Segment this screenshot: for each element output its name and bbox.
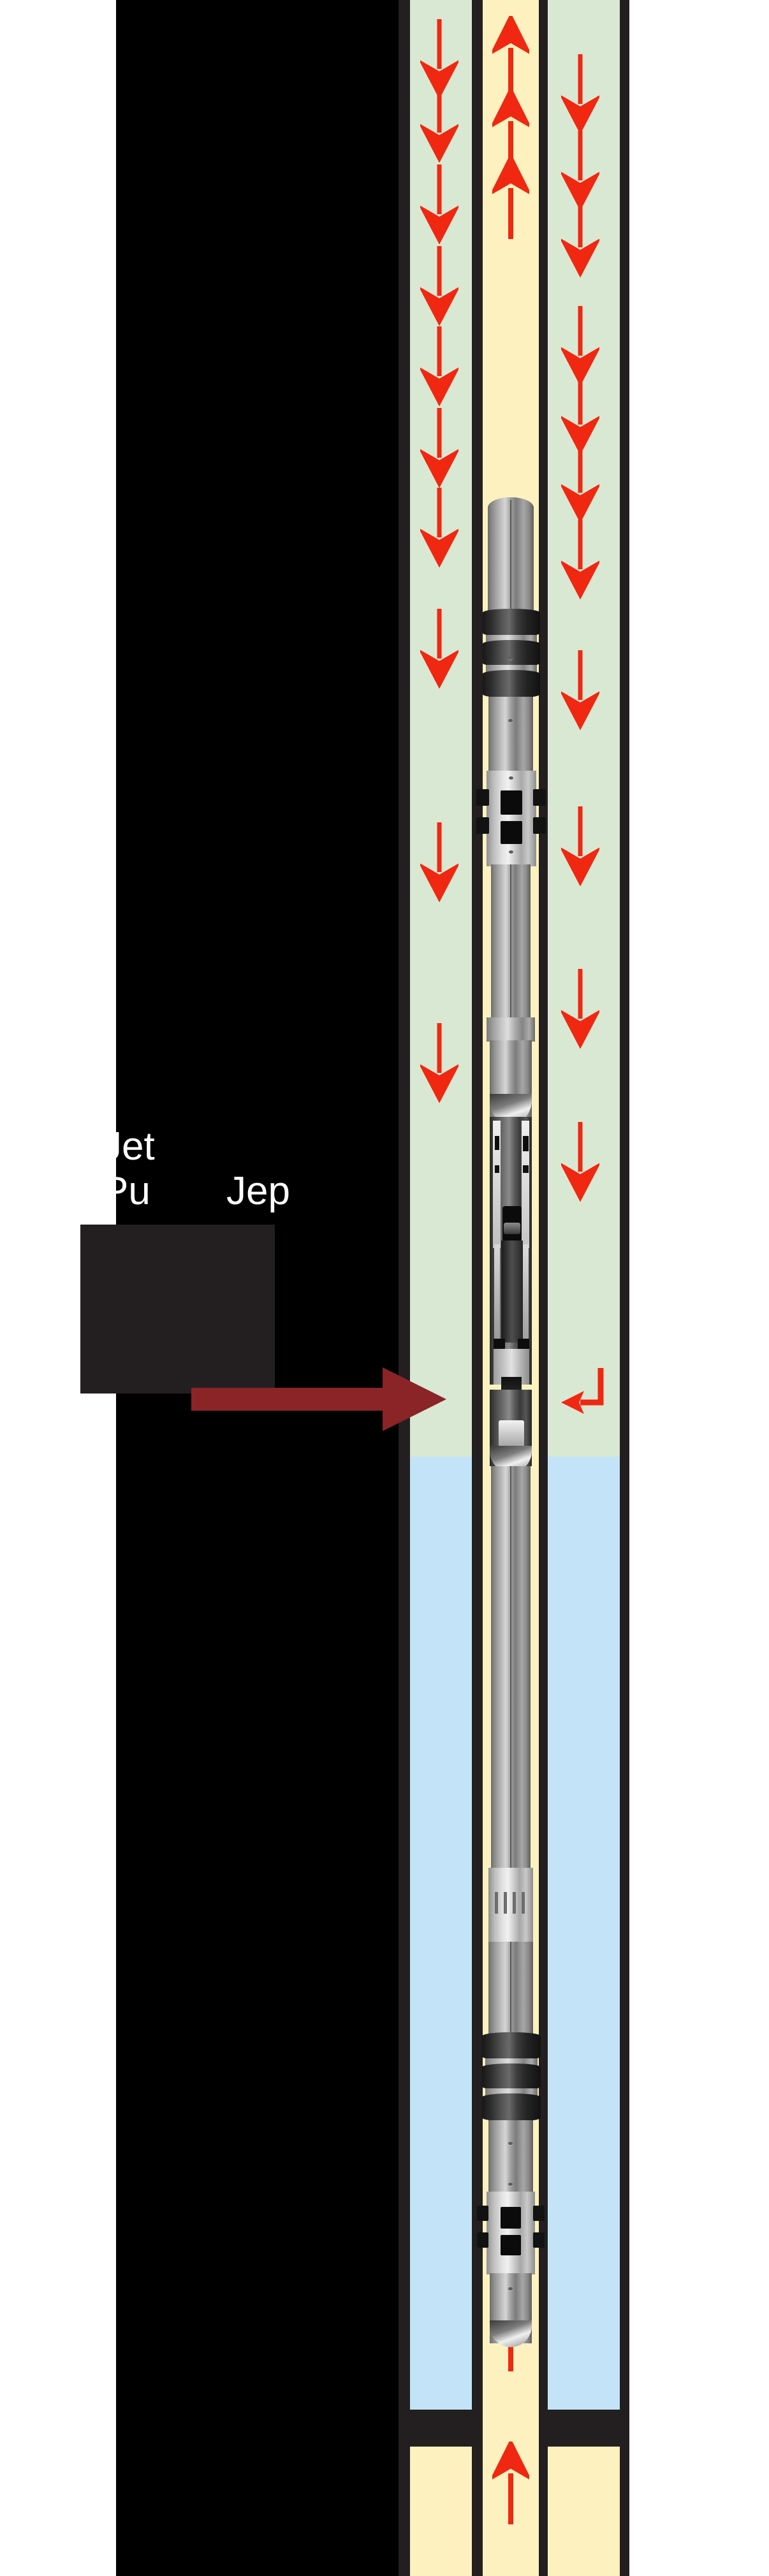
flow-arrow-down (420, 83, 458, 163)
flow-port-window (501, 2235, 521, 2255)
tool-lower-mandrel (488, 1942, 533, 2036)
tool-dimple (508, 657, 513, 660)
port-lug-left (476, 817, 489, 834)
flow-arrow-down (420, 408, 458, 488)
tool-upper-coupling (487, 1017, 535, 1042)
cage-slot (504, 1892, 507, 1914)
pump-internal-slot-right (523, 1165, 529, 1173)
port-lug-left (477, 2232, 488, 2248)
flow-arrow-down (420, 246, 458, 326)
tool-ported-sub-upper (488, 697, 533, 771)
pump-internal-wall-left (493, 1121, 501, 1248)
tool-dimple (508, 2287, 513, 2290)
tool-seam (510, 1942, 511, 2036)
flow-arrow-down (561, 306, 599, 386)
seal-ring-lower-1 (482, 2032, 541, 2060)
callout-label-line2: Pu (102, 1169, 150, 1213)
pump-shoulder-right (518, 1339, 529, 1349)
pump-internal-slot-left (495, 1165, 499, 1173)
tool-dimple (509, 776, 513, 780)
left-annulus-power-fluid (410, 0, 472, 1457)
callout-label-line1: Jet (102, 1124, 155, 1168)
seal-ring-lower-2 (482, 2063, 541, 2090)
flow-arrow-down (561, 131, 599, 210)
flow-arrow-down (420, 609, 458, 688)
port-lug-right (533, 2232, 545, 2248)
flow-arrow-down (420, 1023, 458, 1103)
tubing-wall-left (472, 0, 483, 2576)
tool-flow-port-sleeve-lower (487, 2192, 535, 2274)
seal-ring-upper-1 (483, 609, 540, 637)
flow-arrow-down (561, 198, 599, 277)
tubing-wall-right (539, 0, 548, 2576)
cage-slot (495, 1892, 498, 1914)
cage-slot (513, 1892, 516, 1914)
flow-arrow-down (420, 19, 458, 99)
flow-arrow-up (492, 2441, 529, 2524)
tool-extension-mandrel (491, 864, 531, 1025)
flow-arrow-down (561, 520, 599, 599)
flow-port-window (501, 790, 522, 815)
flow-arrow-up (492, 16, 529, 99)
tool-seam (510, 1466, 511, 1875)
pump-internal-slot-right (523, 1136, 529, 1151)
pump-internal-wall-right (522, 1121, 529, 1248)
port-lug-right (533, 817, 546, 834)
flow-arrow-down (561, 1122, 599, 1202)
standing-valve-insert (499, 1420, 524, 1450)
flow-arrow-down (561, 650, 599, 730)
flow-port-window (501, 2207, 521, 2229)
flow-arrow-down (420, 326, 458, 406)
tool-ported-sub-lower (488, 2120, 533, 2192)
port-lug-left (476, 789, 489, 806)
seal-ring-lower-3 (482, 2093, 541, 2121)
port-lug-right (533, 2206, 545, 2221)
below-shoe-left-pocket (410, 2447, 472, 2576)
callout-leader-arrow (191, 1367, 446, 1434)
pump-internal-slot-left (495, 1136, 499, 1150)
flow-arrow-down (561, 443, 599, 523)
flow-arrow-down (561, 969, 599, 1049)
right-annulus-power-fluid (548, 0, 620, 1457)
pump-shoulder-left (494, 1339, 505, 1349)
callout-overlap-label: Jep (226, 1169, 290, 1213)
tool-seam (510, 864, 511, 1025)
pump-diffuser-wall-right (523, 1244, 529, 1340)
port-lug-left (477, 2206, 488, 2221)
tool-seam (510, 500, 511, 613)
below-shoe-right-pocket (548, 2447, 620, 2576)
tool-top-sub (488, 497, 534, 613)
flow-arrow-up (492, 156, 529, 239)
tool-dimple (508, 2183, 513, 2186)
tool-dimple (509, 850, 513, 854)
outer-casing-wall-left (399, 0, 410, 2576)
seal-ring-upper-3 (483, 670, 540, 698)
tool-dimple (508, 2142, 513, 2145)
right-annulus-water (548, 1457, 620, 2410)
callout-occlusion-box (80, 1225, 275, 1394)
flow-arrow-down (561, 54, 599, 134)
flow-arrow-down (561, 375, 599, 455)
tool-dimple (508, 719, 513, 722)
pump-throat-mixing-tube (501, 1241, 523, 1343)
flow-arrow-down (420, 164, 458, 244)
pump-nozzle-tip (504, 1223, 520, 1234)
flow-arrow-down (561, 806, 599, 886)
pump-diffuser-wall-left (494, 1244, 500, 1340)
shoe-bore-passage (483, 2410, 539, 2447)
port-lug-right (533, 789, 546, 806)
flow-arrow-down (420, 488, 458, 567)
seal-ring-upper-2 (483, 640, 540, 667)
flow-arrow-down (420, 822, 458, 902)
flow-port-window (501, 821, 522, 844)
outer-casing-wall-right (620, 0, 629, 2576)
left-annulus-water (410, 1457, 472, 2410)
cage-slot (522, 1892, 525, 1914)
flow-arrow-turn-into-pump (559, 1367, 610, 1424)
tool-discharge-mandrel (491, 1466, 531, 1875)
